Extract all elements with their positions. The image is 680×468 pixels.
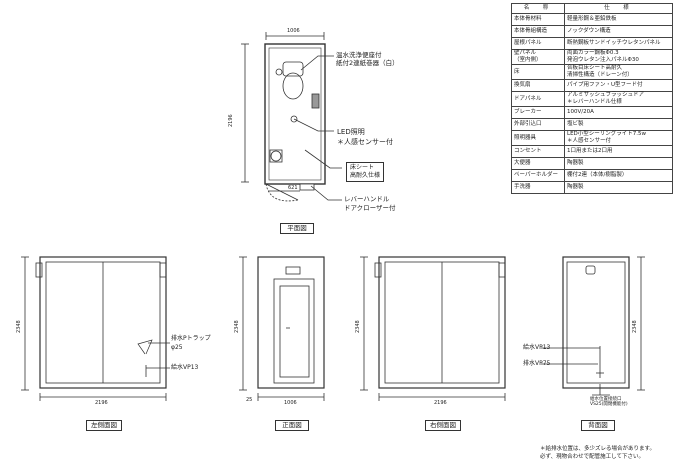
spec-item-value: 陶器製 bbox=[564, 157, 673, 170]
spec-header-spec: 仕 様 bbox=[564, 3, 673, 14]
spec-table: 名 称 仕 様 本体骨材料軽量形鋼＆亜鉛鉄板本体骨組構造ノックダウン構造屋根パネ… bbox=[511, 3, 673, 194]
lever-label: レバーハンドル ドアクローザー付 bbox=[344, 195, 396, 212]
spec-row: 換気扇パイプ用ファン・U型フード付 bbox=[511, 79, 673, 92]
spec-item-name: 換気扇 bbox=[511, 79, 565, 92]
spec-item-name: 屋根パネル bbox=[511, 37, 565, 50]
spec-item-value: 陶器製 bbox=[564, 181, 673, 194]
front-bottom-dim: 25 bbox=[246, 397, 253, 403]
spec-row: 本体骨組構造ノックダウン構造 bbox=[511, 25, 673, 38]
front-view bbox=[239, 256, 325, 401]
right-caption: 右側面図 bbox=[425, 420, 461, 431]
right-view bbox=[360, 256, 506, 401]
led-label: LED照明 ＊人感センサー付 bbox=[337, 128, 393, 146]
spec-item-value: ノックダウン構造 bbox=[564, 25, 673, 38]
spec-item-value: 断熱鋼板サンドイッチウレタンパネル bbox=[564, 37, 673, 50]
spec-item-value: 両面カラー鋼板Φ0.3 発泡ウレタン注入パネルΦ30 bbox=[564, 49, 673, 65]
plan-caption: 平面図 bbox=[280, 223, 314, 234]
back-water-label: 給水VP13 bbox=[523, 344, 551, 351]
installation-note: ＊給排水位置は、多少ズレる場合があります。 必ず、現物合わせで配管施工して下さい… bbox=[540, 446, 655, 460]
spec-item-name: コンセント bbox=[511, 145, 565, 158]
spec-item-name: 床 bbox=[511, 64, 565, 80]
spec-item-value: アルミサッシュフラッシュドア ＊レバーハンドル仕様 bbox=[564, 91, 673, 107]
right-width-dim: 2196 bbox=[434, 400, 447, 406]
spec-item-value: 100V/20A bbox=[564, 106, 673, 119]
spec-item-value: 塩ビ製 bbox=[564, 118, 673, 131]
spec-item-name: 外部引込口 bbox=[511, 118, 565, 131]
spec-row: ドアパネルアルミサッシュフラッシュドア ＊レバーハンドル仕様 bbox=[511, 91, 673, 107]
back-drain-label: 排水VP75 bbox=[523, 360, 551, 367]
front-caption: 正面図 bbox=[275, 420, 309, 431]
spec-row: 手洗器陶器製 bbox=[511, 181, 673, 194]
left-water-label: 給水VP13 bbox=[171, 364, 199, 371]
spec-row: 屋根パネル断熱鋼板サンドイッチウレタンパネル bbox=[511, 37, 673, 50]
left-caption: 左側面図 bbox=[86, 420, 122, 431]
back-view bbox=[541, 256, 645, 396]
spec-item-name: ブレーカー bbox=[511, 106, 565, 119]
plan-view bbox=[241, 32, 342, 202]
spec-row: 外部引込口塩ビ製 bbox=[511, 118, 673, 131]
spec-item-name: 大便器 bbox=[511, 157, 565, 170]
spec-item-value: 棚付2連（本体/樹脂製） bbox=[564, 169, 673, 182]
spec-row: 床合板目床シート高耐久 清掃性構造（ドレーン付） bbox=[511, 64, 673, 80]
spec-item-name: ドアパネル bbox=[511, 91, 565, 107]
spec-item-name: 照明器具 bbox=[511, 130, 565, 146]
spec-header: 名 称 仕 様 bbox=[511, 3, 673, 14]
spec-item-name: 壁パネル （室内側） bbox=[511, 49, 565, 65]
spec-item-name: 手洗器 bbox=[511, 181, 565, 194]
left-height-dim: 2348 bbox=[16, 320, 22, 333]
spec-item-name: 本体骨材料 bbox=[511, 13, 565, 26]
back-caption: 背面図 bbox=[581, 420, 615, 431]
spec-row: 本体骨材料軽量形鋼＆亜鉛鉄板 bbox=[511, 13, 673, 26]
spec-row: ペーパーホルダー棚付2連（本体/樹脂製） bbox=[511, 169, 673, 182]
plan-width-dim: 1006 bbox=[287, 28, 300, 34]
spec-item-value: パイプ用ファン・U型フード付 bbox=[564, 79, 673, 92]
floor-label: 床シート 高耐久仕様 bbox=[346, 162, 385, 182]
left-width-dim: 2196 bbox=[95, 400, 108, 406]
spec-item-name: 本体骨組構造 bbox=[511, 25, 565, 38]
spec-item-value: 合板目床シート高耐久 清掃性構造（ドレーン付） bbox=[564, 64, 673, 80]
trap-label: 排水Pトラップ φ25 bbox=[171, 335, 211, 351]
spec-item-value: 軽量形鋼＆亜鉛鉄板 bbox=[564, 13, 673, 26]
back-height-dim: 2348 bbox=[632, 320, 638, 333]
front-width-dim: 1006 bbox=[284, 400, 297, 406]
front-height-dim: 2348 bbox=[234, 320, 240, 333]
toilet-label: 温水洗浄便座付 紙付2連紙巻器（白） bbox=[336, 51, 399, 67]
plan-door-dim: 621 bbox=[288, 185, 298, 191]
plan-depth-dim: 2196 bbox=[228, 114, 234, 127]
left-view bbox=[21, 256, 170, 401]
spec-item-value: 1口用または2口用 bbox=[564, 145, 673, 158]
spec-header-name: 名 称 bbox=[511, 3, 565, 14]
spec-row: 壁パネル （室内側）両面カラー鋼板Φ0.3 発泡ウレタン注入パネルΦ30 bbox=[511, 49, 673, 65]
spec-item-value: LED小型シーリングライト7.5w ＊人感センサー付 bbox=[564, 130, 673, 146]
right-height-dim: 2348 bbox=[355, 320, 361, 333]
back-connection-note: 給水位置接続口 VS25(開閉機能付) bbox=[590, 397, 628, 407]
spec-item-name: ペーパーホルダー bbox=[511, 169, 565, 182]
spec-row: 大便器陶器製 bbox=[511, 157, 673, 170]
